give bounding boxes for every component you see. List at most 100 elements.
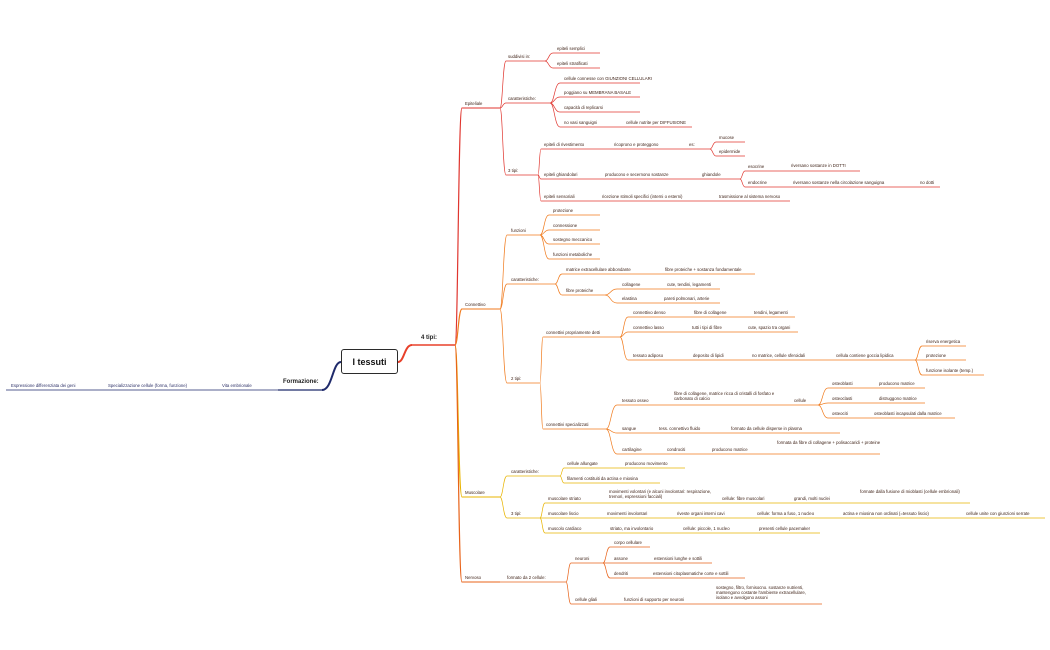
- node[interactable]: cellule allungate: [567, 461, 598, 466]
- node[interactable]: protezione: [553, 208, 574, 213]
- node[interactable]: epiteli semplici: [557, 46, 585, 51]
- node[interactable]: protezione: [926, 353, 947, 358]
- node[interactable]: epiteli sensoriali: [544, 194, 575, 199]
- node[interactable]: assone: [614, 556, 628, 561]
- node[interactable]: tessuto osseo: [622, 398, 649, 403]
- node[interactable]: caratteristiche:: [511, 469, 539, 474]
- node[interactable]: capacità di replicarsi: [564, 105, 603, 110]
- node[interactable]: pareti polmonari, arterie: [664, 296, 710, 301]
- node[interactable]: collagene: [622, 282, 641, 287]
- node[interactable]: matrice extracellulare abbondante: [566, 267, 631, 272]
- formation-label[interactable]: Formazione:: [283, 379, 319, 385]
- node[interactable]: producono matrice: [712, 447, 748, 452]
- node[interactable]: caratteristiche:: [511, 277, 539, 282]
- node[interactable]: riserva energetica: [926, 339, 961, 344]
- node[interactable]: actina e miosina non ordinati (=tessuto …: [843, 511, 929, 516]
- node[interactable]: suddivisi in:: [508, 54, 531, 59]
- node[interactable]: dendriti: [614, 571, 629, 576]
- node[interactable]: poggiano su MEMBRANA BASALE: [564, 90, 632, 95]
- branch-epiteliale[interactable]: Epiteliale: [465, 101, 483, 106]
- node[interactable]: osteociti: [832, 411, 848, 416]
- node[interactable]: formato da cellule disperse in plasma: [731, 426, 802, 431]
- branch-muscolare[interactable]: Muscolare: [465, 490, 485, 495]
- node[interactable]: movimenti volontari (e alcuni involontar…: [609, 489, 712, 499]
- node[interactable]: sostegno meccanico: [553, 237, 593, 242]
- node[interactable]: corpo cellulare: [614, 540, 642, 545]
- node[interactable]: funzioni di supporto per neuroni: [624, 597, 685, 602]
- node[interactable]: movimenti involontari: [607, 511, 648, 516]
- node[interactable]: sostegno, filtro, fornisocno. sostanze n…: [716, 585, 806, 600]
- node[interactable]: striato, ma involontario: [610, 526, 654, 531]
- node[interactable]: connettivo lasso: [633, 325, 664, 330]
- node[interactable]: funzioni: [511, 228, 526, 233]
- formation-item[interactable]: Espressione differenziata dei geni: [11, 383, 76, 388]
- node[interactable]: 3 tipi:: [511, 511, 522, 516]
- node[interactable]: es:: [689, 142, 695, 147]
- root-node[interactable]: I tessuti: [341, 349, 398, 374]
- node[interactable]: deposito di lipidi: [693, 353, 724, 358]
- formation-item[interactable]: Specializzazione cellule (forma, funzion…: [108, 383, 188, 388]
- node[interactable]: tess. connettivo fluido: [659, 426, 701, 431]
- node[interactable]: tessuto adiposo: [633, 353, 664, 358]
- node[interactable]: cute, spazio tra organi: [748, 325, 791, 330]
- node[interactable]: caratteristiche:: [508, 96, 536, 101]
- node[interactable]: esocrine: [748, 164, 765, 169]
- node[interactable]: no vasi sanguigni: [564, 120, 598, 125]
- node[interactable]: cellule: [794, 398, 807, 403]
- node[interactable]: epidermide: [719, 149, 741, 154]
- node[interactable]: filamenti costituiti da actina e miosina: [567, 476, 638, 481]
- node[interactable]: 2 tipi:: [511, 376, 522, 381]
- node[interactable]: sangue: [622, 426, 637, 431]
- node[interactable]: riveste organi interni cavi: [677, 511, 725, 516]
- node[interactable]: ricoprono e proteggono: [614, 142, 659, 147]
- node[interactable]: epiteli di rivestimento: [544, 142, 585, 147]
- node[interactable]: cellula contiene goccia lipidica: [836, 353, 894, 358]
- node[interactable]: condrociti: [667, 447, 686, 452]
- branch-connettivo[interactable]: Connettivo: [465, 302, 486, 307]
- node[interactable]: cellule: fibre muscolari: [722, 496, 765, 501]
- node[interactable]: endocrine: [748, 180, 767, 185]
- node[interactable]: grandi, molti nuclei: [794, 496, 830, 501]
- node[interactable]: estensioni citoplasmatiche corte e sotti…: [653, 571, 729, 576]
- node[interactable]: connettivi propriamente detti: [546, 330, 600, 335]
- node[interactable]: trasmissione al sistema nervoso: [719, 194, 781, 199]
- node[interactable]: cellule unite con giunzioni serrate: [966, 511, 1030, 516]
- node[interactable]: muscolare striato: [548, 496, 581, 501]
- node[interactable]: connettivo denso: [633, 310, 666, 315]
- node[interactable]: cartilagine: [622, 447, 642, 452]
- node[interactable]: osteoblasti incapsulati dalla matrice: [874, 411, 942, 416]
- formation-item[interactable]: Vita embrionale: [222, 383, 252, 388]
- node[interactable]: funzione isolante (temp.): [926, 368, 974, 373]
- node[interactable]: elastina: [622, 296, 637, 301]
- node[interactable]: no matrice, cellule sferoidali: [752, 353, 806, 358]
- node[interactable]: cellule: piccole, 1 nucleo: [683, 526, 730, 531]
- node[interactable]: estensioni lunghe e sottili: [654, 556, 703, 561]
- node[interactable]: epiteli stratificati: [557, 61, 588, 66]
- node[interactable]: muscolare liscio: [548, 511, 579, 516]
- branch-nervoso[interactable]: Nervoso: [465, 575, 482, 580]
- node[interactable]: funzioni metaboliche: [553, 252, 593, 257]
- node[interactable]: 3 tipi:: [508, 168, 519, 173]
- node[interactable]: osteoblasti: [832, 381, 853, 386]
- node[interactable]: ricezione stimoli specifici (interni o e…: [602, 194, 683, 199]
- node[interactable]: cellule connesse con GIUNZIONI CELLULARI: [564, 76, 652, 81]
- node[interactable]: tendini, legamenti: [754, 310, 788, 315]
- node[interactable]: producono e secernono sostanze: [605, 172, 669, 177]
- node[interactable]: riversano sostanze in DOTTI: [791, 163, 846, 168]
- node[interactable]: muscolo cardiaco: [548, 526, 582, 531]
- node[interactable]: neuroni: [575, 556, 590, 561]
- node[interactable]: cellule nutrite per DIFFUSIONE: [626, 120, 686, 125]
- node[interactable]: formata da fibre di collagene + polisacc…: [777, 440, 881, 445]
- node[interactable]: producono movimento: [625, 461, 668, 466]
- node[interactable]: ghiandole: [702, 172, 721, 177]
- node[interactable]: fibre proteiche + sostanza fondamentale: [665, 267, 742, 272]
- node[interactable]: connettivi specializzati: [546, 422, 589, 427]
- node[interactable]: presenti cellule pacemaker: [759, 526, 811, 531]
- node[interactable]: osteoclasti: [832, 396, 853, 401]
- node[interactable]: fibre di collagene, matrice ricca di cri…: [674, 391, 775, 401]
- node[interactable]: distruggono matrice: [879, 396, 917, 401]
- node[interactable]: fibre proteiche: [566, 288, 594, 293]
- node[interactable]: cellule gliali: [575, 597, 597, 602]
- node[interactable]: fibre di collagene: [694, 310, 727, 315]
- node[interactable]: mucose: [719, 135, 735, 140]
